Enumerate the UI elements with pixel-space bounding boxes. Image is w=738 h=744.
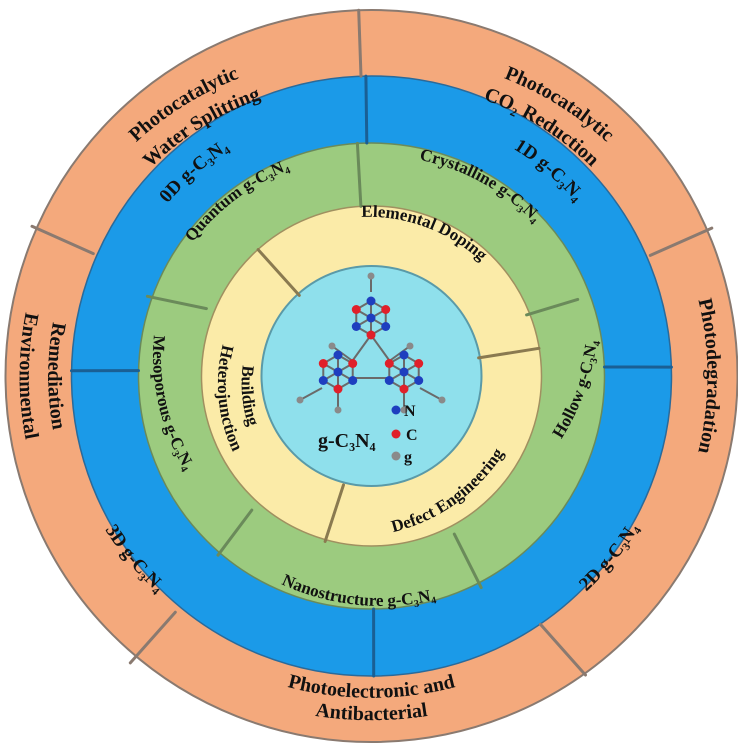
molecule-atom — [399, 350, 409, 360]
molecule-atom — [318, 376, 328, 385]
molecule-atom — [333, 367, 343, 377]
carbon-dot — [391, 429, 401, 439]
molecule-atom — [334, 406, 342, 414]
morphology-ring-dividers — [145, 141, 580, 590]
molecule-atom — [414, 359, 424, 368]
molecule-atom — [384, 359, 394, 368]
molecule-atom — [348, 376, 358, 385]
molecule-atom — [438, 396, 446, 404]
molecule-atom — [351, 322, 361, 331]
molecule-bond — [352, 334, 372, 361]
legend-third: g — [404, 449, 412, 466]
molecule-atom — [381, 305, 391, 314]
nitrogen-dot — [391, 405, 401, 415]
g-c3n4-molecule-icon — [296, 272, 446, 414]
molecule-bond — [387, 345, 411, 363]
atom-legend: N C g — [391, 403, 418, 466]
strategy-ring-dividers — [256, 248, 541, 543]
molecule-atom — [414, 376, 424, 385]
molecule-atom — [406, 342, 414, 350]
legend-carbon: C — [406, 427, 418, 444]
molecule-bond — [370, 334, 390, 361]
center-disc — [260, 265, 483, 487]
molecule-atom — [328, 342, 336, 350]
molecule-atom — [384, 376, 394, 385]
molecule-atom — [399, 384, 409, 394]
molecule-atom — [367, 272, 375, 280]
molecule-atom — [381, 322, 391, 331]
molecule-atom — [400, 406, 408, 414]
molecule-atom — [348, 359, 358, 368]
molecule-atom — [333, 384, 343, 394]
outer-ring-dividers — [30, 8, 714, 677]
dimension-ring-dividers — [70, 74, 673, 678]
molecule-bond — [331, 345, 355, 363]
molecule-atom — [351, 305, 361, 314]
molecule-atom — [366, 313, 376, 323]
molecule-atom — [318, 359, 328, 368]
molecule-atom — [366, 330, 376, 340]
application-label: Antibacterial — [314, 699, 429, 725]
molecule-atom — [296, 396, 304, 404]
hydrogen-dot — [391, 451, 401, 461]
legend-nitrogen: N — [404, 403, 416, 420]
molecule-atom — [399, 367, 409, 377]
molecule-atom — [333, 350, 343, 360]
molecule-bond — [299, 387, 323, 401]
molecule-bond — [419, 387, 443, 401]
molecule-atom — [366, 296, 376, 306]
center-title: g-C₃N₄ — [318, 430, 376, 452]
